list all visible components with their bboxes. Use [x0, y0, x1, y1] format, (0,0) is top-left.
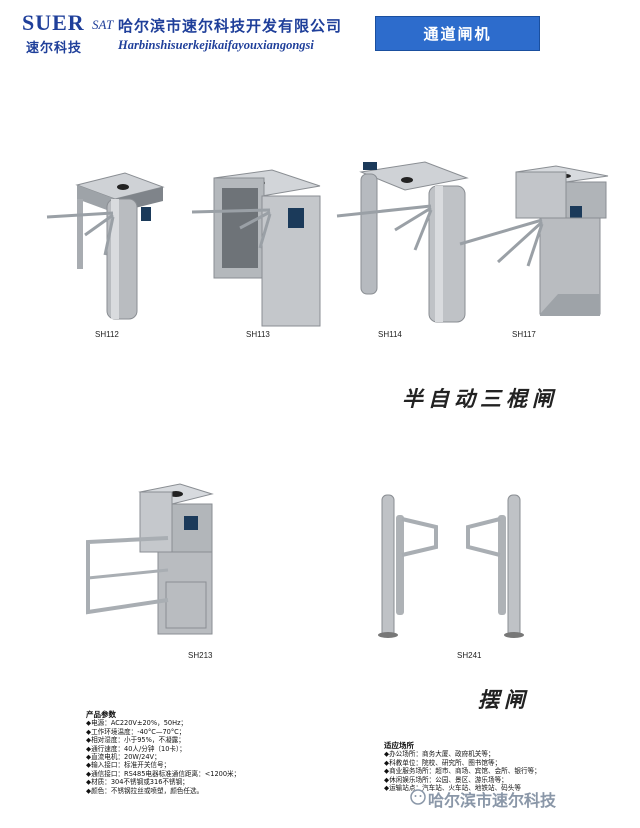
- venue-item: ◆办公场所：商务大厦、政府机关等；: [384, 750, 495, 759]
- turnstile-sh117-image: [459, 165, 609, 316]
- param-item: ◆通行速度：40人/分钟（10卡）；: [86, 744, 186, 753]
- category-title: 通道闸机: [375, 16, 540, 51]
- model-label-sh117: SH117: [512, 330, 536, 339]
- swing-gate-sh241-image: [378, 494, 524, 638]
- model-label-sh112: SH112: [95, 330, 119, 339]
- venues-title: 适应场所: [384, 741, 414, 750]
- venue-item: ◆商业服务场所：超市、商场、宾馆、会所、银行等；: [384, 767, 541, 776]
- section-title-swing: 摆闸: [478, 687, 530, 712]
- model-label-sh114: SH114: [378, 330, 402, 339]
- params-title: 产品参数: [86, 710, 116, 719]
- param-item: ◆工作环境温度：-40°C—70°C；: [86, 727, 186, 736]
- param-item: ◆直流电机：20W/24V；: [86, 753, 161, 762]
- product-params: 产品参数 ◆电源：AC220V±20%，50Hz； ◆工作环境温度：-40°C—…: [86, 710, 241, 795]
- venue-item: ◆运输站点：汽车站、火车站、地铁站、码头等: [384, 784, 521, 793]
- turnstile-sh114-image: [336, 161, 469, 323]
- param-item: ◆颜色：不锈钢拉丝或喷塑，颜色任选。: [86, 786, 204, 795]
- logo-chinese-name: 速尔科技: [26, 41, 83, 56]
- venue-item: ◆科教单位：院校、研究所、图书馆等；: [384, 758, 502, 767]
- param-item: ◆相对湿度：小于95%，不凝露；: [86, 736, 185, 745]
- param-item: ◆材质：304不锈钢或316不锈钢；: [86, 778, 189, 787]
- watermark-text: 哈尔滨市速尔科技: [428, 791, 557, 810]
- logo-wordmark: SUER: [22, 10, 85, 35]
- model-label-sh241: SH241: [457, 651, 482, 660]
- section-title-tripod: 半自动三棍闸: [402, 386, 558, 411]
- swing-gate-sh213-image: [86, 483, 214, 635]
- model-label-sh213: SH213: [188, 651, 213, 660]
- company-name-en: Harbinshisuerkejikaifayouxiangongsi: [118, 38, 314, 52]
- param-item: ◆输入接口：标准开关信号；: [86, 761, 171, 770]
- venue-item: ◆休闲娱乐场所：公园、景区、游乐场等；: [384, 775, 508, 784]
- model-label-sh113: SH113: [246, 330, 270, 339]
- turnstile-sh112-image: [46, 172, 165, 320]
- company-name-cn: 哈尔滨市速尔科技开发有限公司: [118, 17, 343, 35]
- param-item: ◆通信接口：RS485电器标准通信距离：<1200米；: [86, 769, 241, 778]
- turnstile-sh113-image: [191, 169, 321, 327]
- wechat-icon: [410, 789, 426, 805]
- logo-suffix: SAT: [92, 17, 114, 32]
- applicable-venues: 适应场所 ◆办公场所：商务大厦、政府机关等； ◆科教单位：院校、研究所、图书馆等…: [384, 741, 541, 793]
- param-item: ◆电源：AC220V±20%，50Hz；: [86, 719, 188, 728]
